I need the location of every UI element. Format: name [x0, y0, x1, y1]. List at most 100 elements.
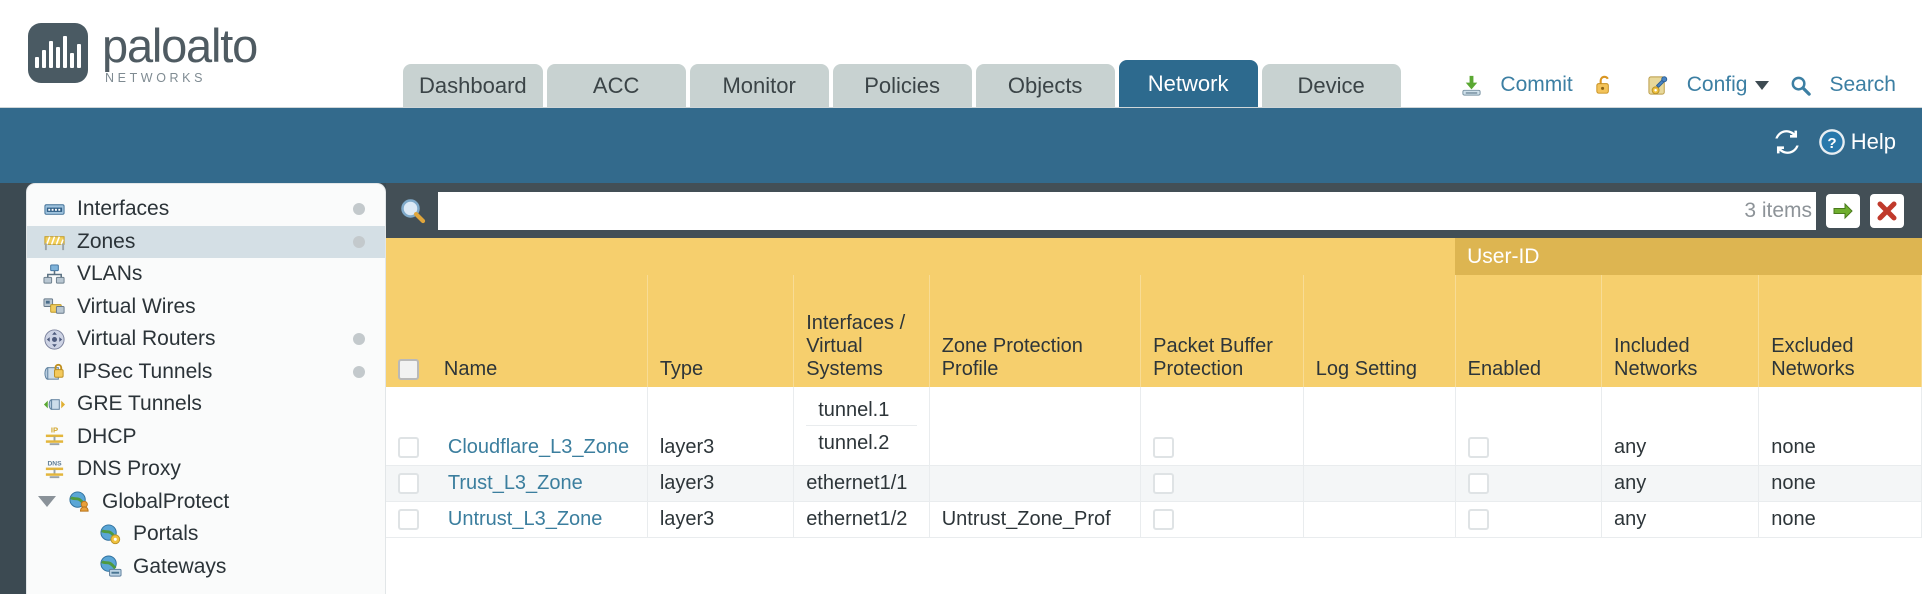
- sidebar-item-dns-proxy[interactable]: DNS DNS Proxy: [27, 453, 385, 486]
- commit-label: Commit: [1500, 73, 1573, 96]
- table-row[interactable]: Cloudflare_L3_Zone layer3 tunnel.1 tunne…: [386, 387, 1922, 466]
- body: Interfaces Zones: [0, 183, 1922, 594]
- main-tabs: Dashboard ACC Monitor Policies Objects N…: [403, 60, 1401, 107]
- sidebar-item-globalprotect[interactable]: GlobalProtect: [27, 486, 385, 519]
- userid-enabled-checkbox[interactable]: [1467, 437, 1489, 459]
- sidebar-item-interfaces[interactable]: Interfaces: [27, 193, 385, 226]
- select-all-checkbox[interactable]: [398, 359, 419, 381]
- top-toolbar: Commit Config: [1458, 73, 1896, 97]
- cell-userid-enabled: [1455, 501, 1603, 538]
- search-icon: [1792, 76, 1812, 96]
- gre-tunnels-icon: [43, 398, 66, 410]
- context-band: ? Help: [0, 108, 1922, 183]
- row-select-cell: [386, 465, 436, 502]
- filter-search-icon[interactable]: [398, 196, 428, 226]
- search-input[interactable]: [438, 191, 1816, 230]
- column-header-excluded-networks[interactable]: Excluded Networks: [1758, 275, 1922, 387]
- sidebar-item-label: Portals: [133, 522, 199, 546]
- cell-userid-enabled: [1455, 465, 1603, 502]
- sidebar-item-dhcp[interactable]: IP DHCP: [27, 421, 385, 454]
- search-button[interactable]: Search: [1787, 73, 1896, 97]
- column-header-log-setting[interactable]: Log Setting: [1303, 275, 1456, 387]
- sidebar-item-portals[interactable]: Portals: [27, 518, 385, 551]
- help-button[interactable]: ? Help: [1818, 128, 1896, 156]
- packet-buffer-protection-checkbox[interactable]: [1153, 437, 1175, 459]
- tab-objects[interactable]: Objects: [975, 64, 1115, 107]
- tab-monitor[interactable]: Monitor: [689, 64, 829, 107]
- globalprotect-icon: [69, 491, 89, 512]
- packet-buffer-protection-checkbox[interactable]: [1153, 509, 1175, 531]
- tab-acc[interactable]: ACC: [546, 64, 686, 107]
- sidebar-item-label: GRE Tunnels: [77, 392, 202, 416]
- refresh-icon[interactable]: [1772, 128, 1802, 156]
- search-label: Search: [1829, 73, 1896, 96]
- column-header-type[interactable]: Type: [647, 275, 795, 387]
- virtual-routers-icon: [44, 329, 65, 350]
- sidebar-item-label: Gateways: [133, 554, 227, 578]
- brand-name: paloalto: [102, 19, 258, 72]
- expand-triangle-icon[interactable]: [38, 496, 56, 508]
- cell-type: layer3: [647, 387, 795, 466]
- virtual-wires-icon: [43, 298, 65, 314]
- status-dot: [353, 365, 365, 378]
- svg-text:DNS: DNS: [47, 460, 62, 467]
- group-header-row: User-ID: [386, 238, 1922, 275]
- sidebar-item-zones[interactable]: Zones: [27, 225, 385, 258]
- table-row[interactable]: Untrust_L3_Zone layer3 ethernet1/2 Untru…: [386, 501, 1922, 538]
- tab-device[interactable]: Device: [1261, 64, 1401, 107]
- column-header-packet-buffer-protection[interactable]: Packet Buffer Protection: [1140, 275, 1304, 387]
- table-row[interactable]: Trust_L3_Zone layer3 ethernet1/1: [386, 465, 1922, 502]
- tab-network[interactable]: Network: [1118, 60, 1258, 107]
- paloalto-logo-icon: [28, 23, 88, 84]
- sidebar-item-label: GlobalProtect: [102, 489, 230, 513]
- zones-table: User-ID Name Type Interfaces / Virtual S…: [386, 238, 1922, 538]
- row-checkbox[interactable]: [398, 437, 419, 459]
- brand-tagline: NETWORKS: [105, 71, 207, 85]
- sidebar-item-ipsec-tunnels[interactable]: IPSec Tunnels: [27, 356, 385, 389]
- userid-enabled-checkbox[interactable]: [1467, 473, 1489, 495]
- apply-filter-button[interactable]: [1826, 193, 1860, 228]
- zone-link[interactable]: Cloudflare_L3_Zone: [447, 436, 630, 458]
- cell-excluded-networks: none: [1758, 501, 1922, 538]
- help-label: Help: [1850, 129, 1896, 154]
- sidebar-item-virtual-wires[interactable]: Virtual Wires: [27, 291, 385, 324]
- column-header-enabled[interactable]: Enabled: [1455, 275, 1603, 387]
- column-header-zone-protection-profile[interactable]: Zone Protection Profile: [929, 275, 1142, 387]
- status-dot: [353, 333, 365, 346]
- packet-buffer-protection-checkbox[interactable]: [1153, 473, 1175, 495]
- brand-wordmark: paloalto NETWORKS: [102, 19, 258, 85]
- column-header-included-networks[interactable]: Included Networks: [1601, 275, 1760, 387]
- sidebar-item-gre-tunnels[interactable]: GRE Tunnels: [27, 388, 385, 421]
- clear-filter-button[interactable]: [1870, 193, 1904, 228]
- zones-icon: [44, 236, 65, 251]
- zone-link[interactable]: Trust_L3_Zone: [447, 472, 583, 494]
- cell-name: Untrust_L3_Zone: [435, 501, 648, 538]
- row-checkbox[interactable]: [398, 473, 419, 495]
- commit-button[interactable]: Commit: [1458, 73, 1573, 97]
- column-header-name[interactable]: Name: [435, 275, 648, 387]
- column-header-interfaces[interactable]: Interfaces / Virtual Systems: [793, 275, 930, 387]
- sidebar-item-vlans[interactable]: VLANs: [27, 258, 385, 291]
- sidebar-item-virtual-routers[interactable]: Virtual Routers: [27, 323, 385, 356]
- dhcp-icon: IP: [45, 426, 64, 446]
- cell-name: Trust_L3_Zone: [435, 465, 648, 502]
- gateways-icon: [100, 555, 122, 577]
- dns-proxy-icon: DNS: [45, 460, 64, 478]
- config-menu[interactable]: Config: [1645, 73, 1770, 97]
- header-bar: paloalto NETWORKS Dashboard ACC Monitor …: [0, 0, 1922, 108]
- list-item: tunnel.1: [806, 393, 917, 426]
- sidebar-item-gateways[interactable]: Gateways: [27, 551, 385, 584]
- unlock-icon[interactable]: [1591, 74, 1618, 97]
- tab-policies[interactable]: Policies: [832, 64, 972, 107]
- tab-dashboard[interactable]: Dashboard: [403, 64, 543, 107]
- cell-name: Cloudflare_L3_Zone: [435, 387, 648, 466]
- userid-enabled-checkbox[interactable]: [1467, 509, 1489, 531]
- zone-link[interactable]: Untrust_L3_Zone: [447, 508, 603, 530]
- row-checkbox[interactable]: [398, 509, 419, 531]
- status-dot: [353, 235, 365, 248]
- row-select-cell: [386, 387, 436, 466]
- cell-excluded-networks: none: [1758, 387, 1922, 466]
- svg-text:IP: IP: [51, 426, 58, 435]
- column-header-row: Name Type Interfaces / Virtual Systems Z…: [386, 275, 1922, 387]
